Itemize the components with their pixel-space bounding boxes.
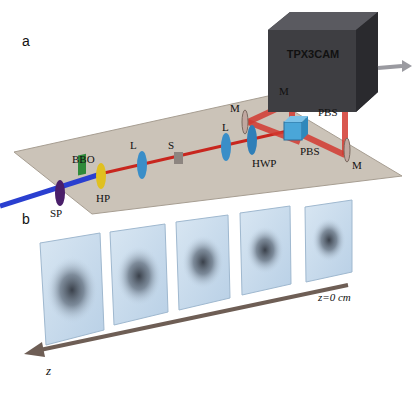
mirror — [344, 138, 350, 162]
cable-arrowhead — [402, 60, 412, 72]
part-label: M — [230, 103, 240, 114]
z-axis-arrowhead — [24, 342, 45, 357]
panel-letter: a — [22, 34, 30, 48]
camera-body — [268, 12, 378, 112]
part-label: PBS — [318, 107, 338, 118]
part-label: L — [222, 122, 229, 133]
camera-label: TPX3CAM — [287, 48, 340, 60]
part-label: S — [168, 140, 174, 151]
part-label: L — [130, 140, 137, 151]
pump-beam — [0, 173, 104, 206]
axis-label: z — [46, 364, 51, 377]
beam-splitter-cube — [284, 116, 308, 140]
camera-cable — [378, 66, 402, 68]
part-label: M — [352, 160, 362, 171]
half-wave-plate — [247, 125, 257, 155]
camera-side — [356, 12, 378, 112]
part-label: BBO — [72, 154, 95, 165]
part-label: SP — [50, 208, 62, 219]
axis-label: z=0 cm — [318, 292, 351, 303]
image-panels — [40, 200, 352, 345]
optical-table — [14, 96, 402, 214]
part-label: HWP — [252, 158, 276, 169]
lens — [137, 151, 147, 179]
z-axis — [40, 285, 348, 350]
signal-beam — [104, 130, 292, 173]
lens — [221, 133, 231, 161]
mirror — [242, 110, 248, 134]
part-label: HP — [96, 193, 110, 204]
camera-box: TPX3CAM — [272, 34, 354, 74]
part-label: M — [279, 86, 289, 97]
panel-letter: b — [22, 212, 30, 226]
short-pass-filter — [55, 180, 65, 206]
slit — [174, 152, 183, 164]
half-plate — [96, 163, 106, 189]
part-label: PBS — [300, 146, 320, 157]
